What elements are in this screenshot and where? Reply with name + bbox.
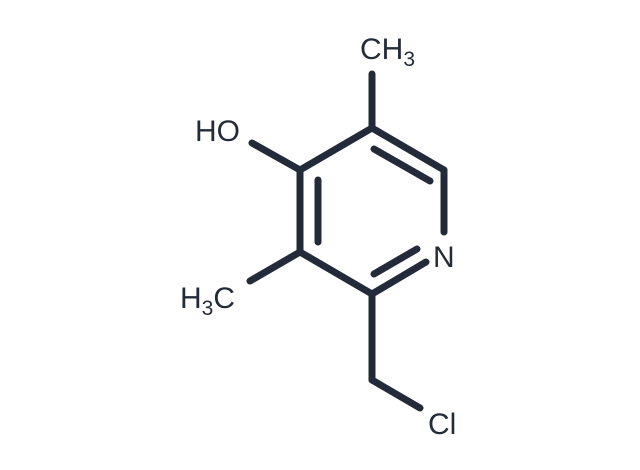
bond-c2-c3 <box>296 248 376 298</box>
hydroxyl-label: HO <box>195 115 240 148</box>
atom-labels: CH3 HO N H3C Cl <box>180 33 456 441</box>
bond-n-c2 <box>368 258 430 298</box>
nitrogen-label: N <box>433 241 455 274</box>
bond-c5-c6 <box>368 124 448 174</box>
bond-c4-c5 <box>296 124 376 174</box>
bond-n-c2-inner <box>370 245 421 278</box>
methyl-left-label: H3C <box>180 282 235 320</box>
chlorine-label: Cl <box>428 408 456 441</box>
bond-c3-methyl <box>246 248 304 285</box>
bond-c5-c6-inner <box>370 145 434 185</box>
bond-c4-hydroxyl <box>248 139 304 174</box>
bond-lines <box>246 70 448 412</box>
bond-ch2-cl <box>368 376 424 412</box>
methyl-top-label: CH3 <box>360 33 415 71</box>
